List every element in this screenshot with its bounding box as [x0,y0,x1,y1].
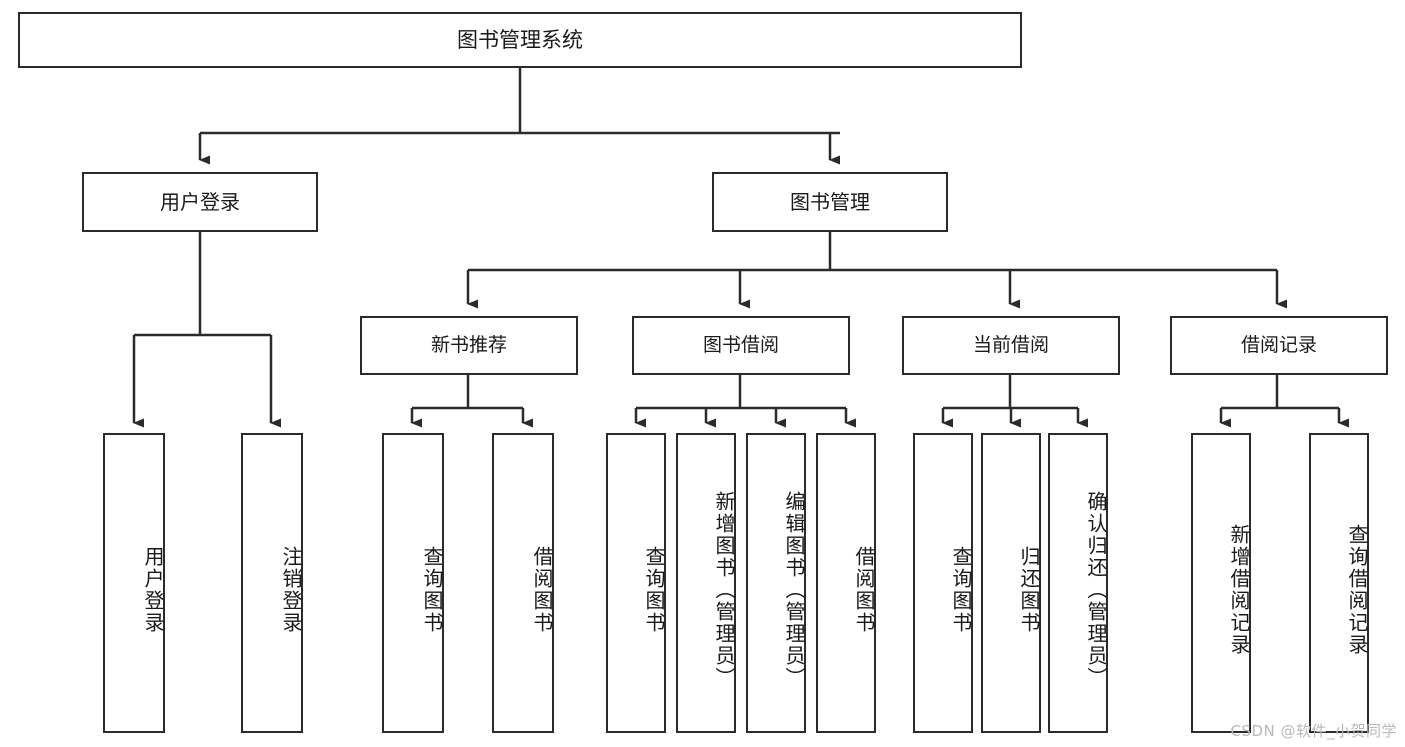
node-label: 当前借阅 [972,333,1049,356]
node-label: 图书管理系统 [457,27,583,52]
node-leaf-query-book-current[interactable]: 查询图书 [913,433,973,733]
csdn-watermark: CSDN @软件_小贺同学 [1230,722,1397,740]
node-label: 图书借阅 [702,333,779,356]
node-book-management-system[interactable]: 图书管理系统 [18,12,1022,68]
node-label: 借阅图书 [530,546,554,634]
node-label: 编辑图书（管理员） [782,491,806,689]
node-label: 新增图书（管理员） [712,491,736,689]
node-leaf-query-book-borrow[interactable]: 查询图书 [606,433,666,733]
node-label: 确认归还（管理员） [1084,491,1108,689]
node-label: 查询图书 [642,546,666,634]
node-label: 注销登录 [279,546,303,634]
node-label: 借阅图书 [852,546,876,634]
node-leaf-borrow-book-recommend[interactable]: 借阅图书 [492,433,554,733]
node-label: 查询图书 [420,546,444,634]
node-label: 归还图书 [1017,546,1041,634]
node-label: 新书推荐 [430,333,507,356]
node-leaf-user-login[interactable]: 用户登录 [103,433,165,733]
node-label: 用户登录 [160,189,240,214]
node-borrow-record[interactable]: 借阅记录 [1170,316,1388,375]
node-new-book-recommend[interactable]: 新书推荐 [360,316,578,375]
node-leaf-add-borrow-record[interactable]: 新增借阅记录 [1191,433,1251,733]
node-leaf-borrow-book[interactable]: 借阅图书 [816,433,876,733]
node-label: 查询图书 [949,546,973,634]
node-label: 用户登录 [141,546,165,634]
node-leaf-confirm-return[interactable]: 确认归还（管理员） [1048,433,1108,733]
node-leaf-edit-book[interactable]: 编辑图书（管理员） [746,433,806,733]
node-leaf-logout[interactable]: 注销登录 [241,433,303,733]
node-user-login[interactable]: 用户登录 [82,172,318,232]
node-label: 借阅记录 [1240,333,1317,356]
node-leaf-add-book[interactable]: 新增图书（管理员） [676,433,736,733]
node-label: 查询借阅记录 [1345,524,1369,656]
node-leaf-return-book[interactable]: 归还图书 [981,433,1041,733]
node-leaf-query-book-recommend[interactable]: 查询图书 [382,433,444,733]
node-book-management[interactable]: 图书管理 [712,172,948,232]
node-book-borrow[interactable]: 图书借阅 [632,316,850,375]
node-current-borrow[interactable]: 当前借阅 [902,316,1120,375]
node-leaf-query-borrow-record[interactable]: 查询借阅记录 [1309,433,1369,733]
node-label: 图书管理 [790,189,870,214]
node-label: 新增借阅记录 [1227,524,1251,656]
